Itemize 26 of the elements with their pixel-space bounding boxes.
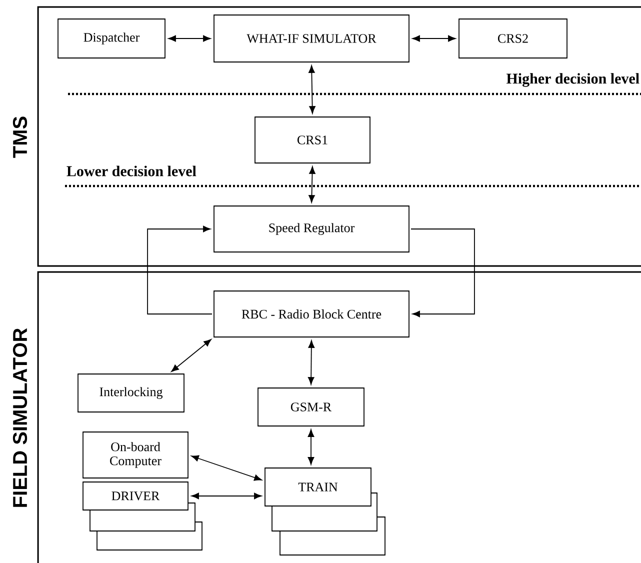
node-label: FIELD SIMULATOR (12, 328, 28, 507)
arrow (171, 339, 212, 372)
arrow (412, 35, 456, 42)
process-box: On-board Computer (82, 432, 188, 478)
process-box: TRAIN (264, 468, 372, 506)
node-label: TMS (12, 116, 28, 158)
level-label: Higher decision level (506, 73, 640, 87)
arrow (147, 226, 212, 314)
level-label: Lower decision level (66, 166, 196, 176)
process-box: CRS1 (254, 116, 370, 164)
process-box: WHAT-IF SIMULATOR (214, 14, 410, 62)
arrow (308, 429, 314, 465)
arrow (191, 492, 262, 500)
arrow (308, 166, 316, 203)
arrow (308, 65, 316, 114)
process-box: Dispatcher (58, 18, 166, 58)
process-box: CRS2 (458, 18, 568, 58)
process-box: Speed Regulator (214, 206, 410, 252)
process-box: GSM-R (258, 388, 364, 426)
arrow (191, 455, 262, 481)
arrow (410, 228, 475, 318)
process-box: DRIVER (82, 482, 188, 510)
process-box: RBC - Radio Block Centre (214, 290, 410, 338)
process-box: Interlocking (78, 374, 184, 412)
arrow (308, 340, 315, 385)
arrow (168, 35, 211, 42)
